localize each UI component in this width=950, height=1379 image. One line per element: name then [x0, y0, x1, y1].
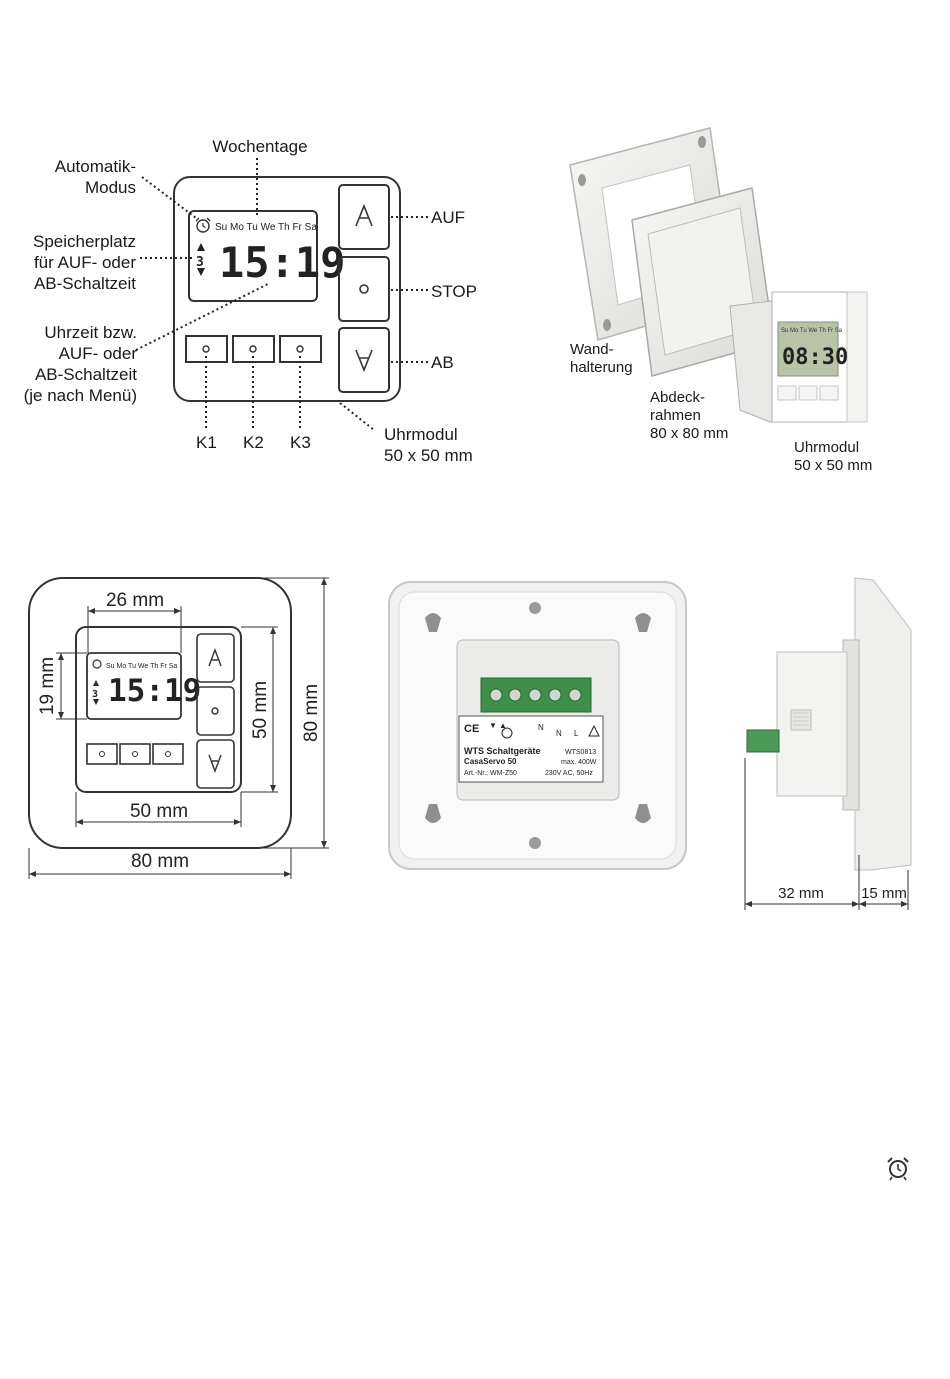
label-power: max. 400W	[561, 759, 597, 766]
back-view: CE ▼ ▲ N N L WTS Schaltgeräte WTS0813 Ca…	[388, 581, 687, 870]
k3-button	[279, 335, 322, 363]
display-days-text: Su Mo Tu We Th Fr Sa	[215, 222, 317, 233]
stop-button	[338, 256, 390, 322]
label-automatik-modus: Automatik- Modus	[54, 157, 136, 197]
memory-slot-text: 3	[196, 255, 204, 270]
dim-80h-text: 80 mm	[301, 684, 322, 742]
label-code: WTS0813	[565, 749, 596, 756]
alarm-clock-icon	[887, 1157, 909, 1181]
dim-display	[86, 652, 182, 720]
dim-32-text: 32 mm	[778, 885, 824, 902]
stop-icon	[359, 284, 369, 294]
label-model: CasaServo 50	[464, 757, 517, 766]
type-label	[458, 715, 604, 783]
label-ab: AB	[431, 353, 454, 372]
dimension-lines	[28, 577, 329, 879]
label-speicherplatz: Speicherplatz für AUF- oder AB-Schaltzei…	[32, 232, 136, 293]
alarm-icon	[195, 217, 211, 233]
side-terminal	[746, 729, 780, 753]
down-arrow-icon	[355, 349, 373, 373]
clock-module-3d: Su Mo Tu We Th Fr Sa 08:30	[729, 291, 868, 423]
label-k1: K1	[196, 433, 217, 452]
label-art: Art.-Nr.: WM-Z50	[464, 770, 517, 777]
front-diagram: Su Mo Tu We Th Fr Sa 3 15:19	[135, 158, 428, 431]
warning-icon	[588, 724, 600, 737]
terminal-l: L	[574, 729, 579, 738]
label-k2: K2	[243, 433, 264, 452]
label-ce: CE	[464, 723, 479, 735]
terminal-up: ▲	[499, 721, 507, 730]
label-brand: WTS Schaltgeräte	[464, 746, 541, 756]
k2-button	[232, 335, 275, 363]
dim-26-text: 26 mm	[106, 590, 164, 611]
dim-80w-text: 80 mm	[131, 851, 189, 872]
outer-frame	[28, 577, 292, 849]
dim-15-text: 15 mm	[861, 885, 907, 902]
ab-button	[338, 327, 390, 393]
label-auf: AUF	[431, 208, 465, 227]
terminal-down: ▼	[489, 721, 497, 730]
label-k3: K3	[290, 433, 311, 452]
exploded-view: Su Mo Tu We Th Fr Sa 08:30	[569, 127, 868, 423]
display-time-text: 15:19	[219, 238, 345, 287]
k1-button	[185, 335, 228, 363]
label-wandhalterung: Wand- halterung	[570, 341, 633, 376]
module-outline	[173, 176, 401, 402]
up-arrow-icon	[355, 203, 373, 227]
lcd-display	[188, 210, 318, 302]
auf-button	[338, 184, 390, 250]
label-uhrmodul-front: Uhrmodul 50 x 50 mm	[384, 425, 473, 465]
label-uhrzeit: Uhrzeit bzw. AUF- oder AB-Schaltzeit (je…	[23, 323, 137, 405]
dim-days-text: Su Mo Tu We Th Fr Sa	[106, 663, 177, 670]
dim-50h-text: 50 mm	[250, 681, 271, 739]
cover-frame	[631, 187, 775, 377]
label-uhrmodul-exploded: Uhrmodul 50 x 50 mm	[794, 439, 873, 474]
exploded-time-text: 08:30	[782, 345, 848, 370]
terminal-n1: N	[538, 723, 544, 732]
label-stop: STOP	[431, 282, 477, 301]
label-wochentage: Wochentage	[212, 137, 308, 156]
side-view: 32 mm 15 mm	[744, 577, 912, 910]
label-abdeckrahmen: Abdeck- rahmen 80 x 80 mm	[650, 389, 729, 442]
module-frame	[75, 626, 242, 793]
label-voltage: 230V AC, 50Hz	[545, 770, 593, 777]
dim-50w-text: 50 mm	[130, 801, 188, 822]
memory-up-icon	[197, 243, 205, 251]
leader-lines	[135, 158, 428, 431]
exploded-days-text: Su Mo Tu We Th Fr Sa	[781, 328, 843, 334]
dimension-drawing: Su Mo Tu We Th Fr Sa 3 15:19 26 mm 19 mm…	[28, 577, 329, 879]
dim-time-text: 15:19	[108, 673, 201, 709]
memory-down-icon	[197, 268, 205, 276]
terminal-n2: N	[556, 729, 562, 738]
dim-memory-text: 3	[92, 689, 98, 700]
dim-19-text: 19 mm	[37, 657, 58, 715]
